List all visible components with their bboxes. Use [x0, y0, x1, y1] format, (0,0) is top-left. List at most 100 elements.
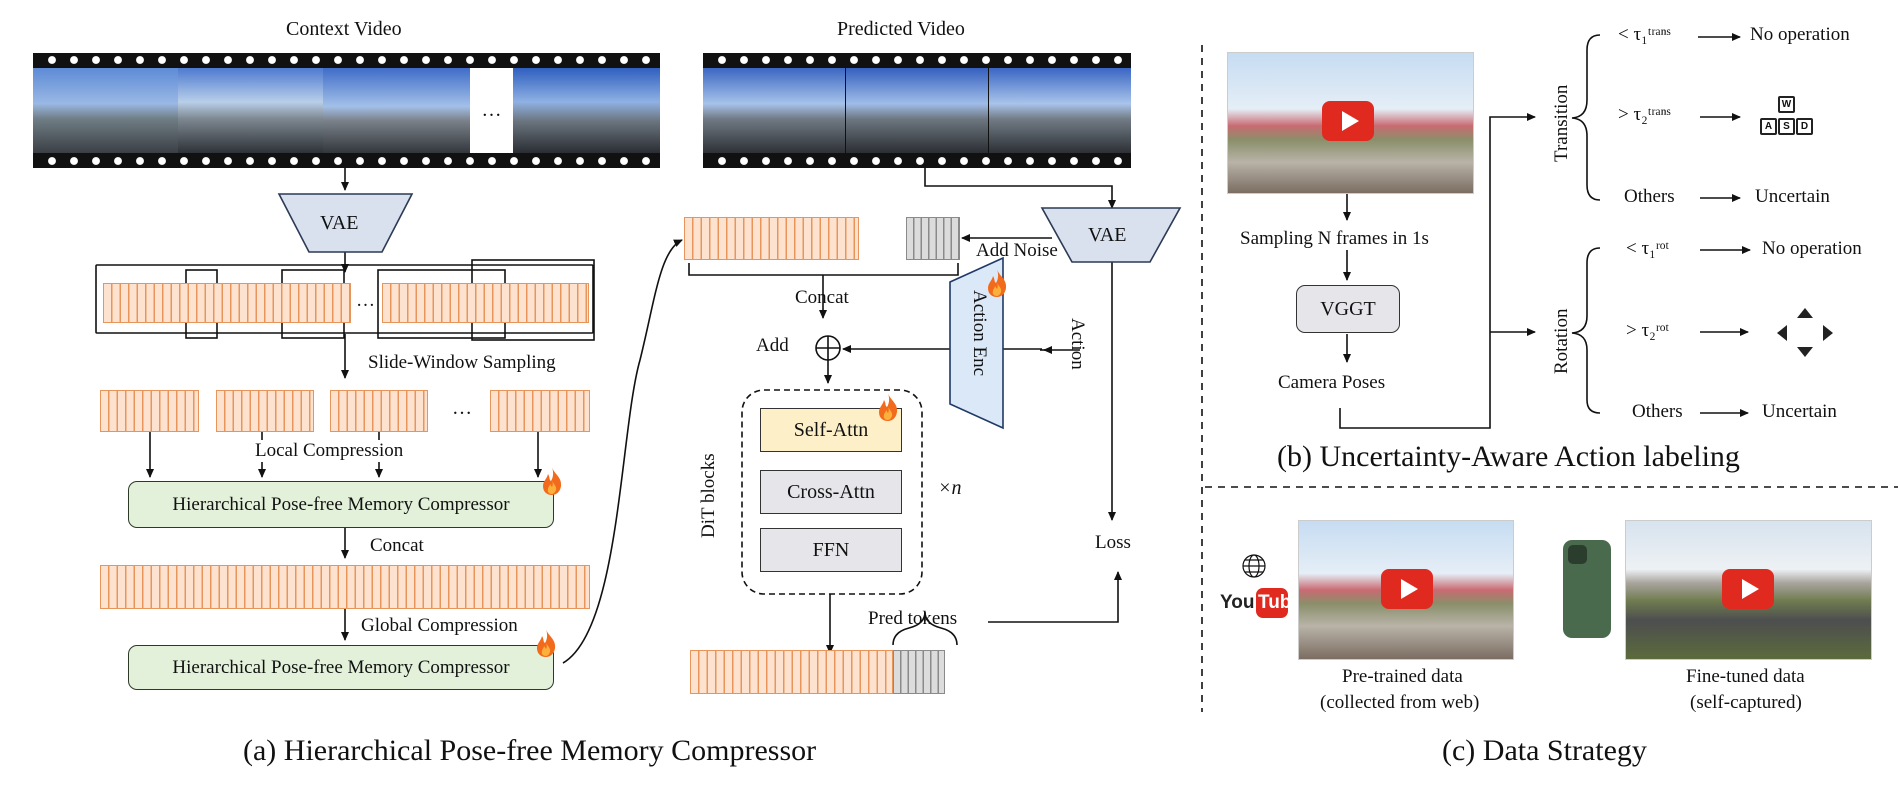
fire-icon-action-enc: [988, 269, 1007, 297]
local-compression-label: Local Compression: [253, 440, 406, 462]
finetuned-thumbnail: [1625, 520, 1872, 660]
add-plus: [816, 336, 840, 360]
concat-label-right: Concat: [795, 287, 849, 308]
ffn-block: FFN: [760, 528, 902, 572]
context-frame-4: [513, 68, 660, 153]
fire-icon-global: [537, 629, 556, 657]
predicted-frame-3: [989, 68, 1131, 153]
global-compression-label: Global Compression: [361, 615, 518, 636]
vggt-box: VGGT: [1296, 285, 1400, 333]
predicted-video-label: Predicted Video: [837, 18, 965, 40]
memory-compressor-local: Hierarchical Pose-free Memory Compressor: [128, 481, 554, 528]
arrow-pred-to-loss: [988, 571, 1122, 623]
rot-no-operation: No operation: [1762, 238, 1862, 259]
trans-low-threshold: < τ₁ᵗʳᵃⁿˢ: [1618, 24, 1671, 45]
pred-tokens-label: Pred tokens: [868, 608, 958, 629]
window-tokens-2: [216, 390, 314, 432]
trans-others-label: Others: [1624, 186, 1675, 207]
concat-brace: [688, 263, 959, 276]
self-attn-block: Self-Attn: [760, 408, 902, 452]
action-enc-shape: [949, 256, 1004, 430]
vae-shape-left: [277, 193, 414, 253]
rot-uncertain-label: Uncertain: [1762, 401, 1837, 422]
arrow-memory-to-concat: [562, 239, 683, 664]
dit-blocks-label: DiT blocks: [698, 453, 719, 538]
fire-icon-self-attn: [879, 393, 898, 421]
action-label: Action: [1067, 318, 1088, 370]
context-frame-3: [323, 68, 470, 153]
rot-others-label: Others: [1632, 401, 1683, 422]
add-label: Add: [756, 335, 789, 356]
loss-label: Loss: [1095, 532, 1131, 553]
context-frame-2: [178, 68, 323, 153]
predicted-filmstrip: [703, 53, 1131, 168]
pretrained-line1: Pre-trained data: [1342, 666, 1463, 687]
action-enc-label: Action Enc: [969, 290, 990, 377]
transition-brace: [1571, 34, 1601, 201]
key-s: S: [1778, 118, 1795, 135]
window-tokens-1: [100, 390, 199, 432]
trans-high-threshold: > τ₂ᵗʳᵃⁿˢ: [1618, 104, 1671, 125]
arrow-pred-to-vae: [924, 168, 1116, 209]
context-filmstrip: …: [33, 53, 660, 168]
trans-uncertain-label: Uncertain: [1755, 186, 1830, 207]
window-tokens-3: [330, 390, 428, 432]
windows-ellipsis: …: [452, 397, 472, 419]
vae-shape-right: [1040, 207, 1182, 263]
add-noise-label: Add Noise: [976, 240, 1058, 261]
dit-blocks-frame: [741, 389, 923, 595]
tokens-ellipsis: …: [356, 290, 375, 311]
caption-b: (b) Uncertainty-Aware Action labeling: [1277, 440, 1740, 473]
vae-label-left: VAE: [320, 212, 359, 234]
camera-poses-label: Camera Poses: [1278, 372, 1386, 393]
fire-icon-local: [543, 467, 562, 495]
youtube-logo: You Tube: [1220, 588, 1302, 620]
predicted-frame-2: [846, 68, 988, 153]
play-icon-pretrained: [1381, 569, 1433, 609]
arrow-poses-to-transition: [1339, 113, 1536, 429]
concatenated-tokens: [100, 565, 590, 609]
concat-label-left: Concat: [370, 535, 424, 556]
finetuned-line1: Fine-tuned data: [1686, 666, 1805, 687]
caption-a: (a) Hierarchical Pose-free Memory Compre…: [243, 734, 817, 767]
phone-icon: [1563, 540, 1611, 638]
youtube-you: You: [1220, 592, 1255, 613]
context-tokens-right: [382, 283, 589, 323]
camera-module: [1568, 545, 1587, 564]
predicted-tokens: [893, 650, 945, 694]
times-n-label: ×n: [938, 477, 962, 499]
rotation-brace: [1571, 247, 1601, 414]
window-tokens-4: [490, 390, 590, 432]
context-ellipsis: …: [481, 99, 502, 121]
play-icon: [1322, 101, 1374, 141]
key-a: A: [1760, 118, 1777, 135]
memory-compressor-global: Hierarchical Pose-free Memory Compressor: [128, 645, 554, 690]
key-w: W: [1778, 96, 1795, 113]
memory-tokens-input: [684, 217, 859, 260]
pretrained-thumbnail: [1298, 520, 1514, 660]
cross-attn-block: Cross-Attn: [760, 470, 902, 514]
transition-label: Transition: [1551, 84, 1572, 162]
rotation-label: Rotation: [1551, 308, 1572, 374]
finetuned-line2: (self-captured): [1690, 692, 1802, 713]
arrow-keys-icon: [1777, 308, 1833, 357]
slide-window-label: Slide-Window Sampling: [368, 352, 556, 373]
globe-icon: [1242, 554, 1266, 578]
context-gap: …: [470, 68, 513, 153]
play-icon-finetuned: [1722, 569, 1774, 609]
youtube-tube-bg: [1256, 588, 1288, 618]
pred-tokens-brace: [892, 611, 958, 646]
sampling-label: Sampling N frames in 1s: [1240, 228, 1429, 249]
key-d: D: [1796, 118, 1813, 135]
predicted-frame-1: [703, 68, 845, 153]
caption-c: (c) Data Strategy: [1442, 734, 1647, 767]
rot-low-threshold: < τ₁ʳᵒᵗ: [1626, 238, 1669, 259]
youtube-tube: Tube: [1258, 592, 1302, 613]
context-frame-1: [33, 68, 178, 153]
trans-no-operation: No operation: [1750, 24, 1850, 45]
action-enc-label-wrap: Action Enc: [924, 290, 990, 419]
context-video-label: Context Video: [286, 18, 402, 40]
output-memory-tokens: [690, 650, 893, 694]
web-video-thumbnail: [1227, 52, 1474, 194]
